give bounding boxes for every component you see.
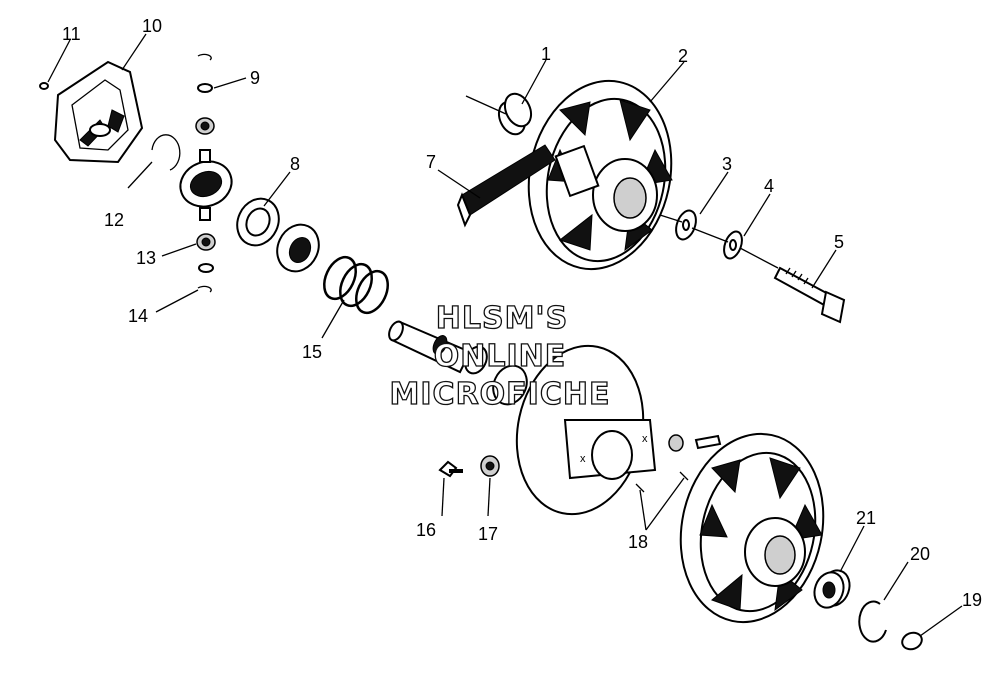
spider-assembly: [179, 149, 233, 221]
callout-11: 11: [62, 24, 81, 44]
snap-ring-part-12: [151, 134, 181, 171]
bolt-part-5: [773, 266, 846, 324]
callout-17: 17: [478, 524, 498, 544]
callout-4: 4: [764, 176, 774, 196]
sleeve-part-1: [497, 92, 533, 136]
callout-14: 14: [128, 306, 148, 326]
watermark-line-2: ONLINE: [434, 339, 567, 374]
svg-text:x: x: [642, 433, 648, 445]
callout-7: 7: [426, 152, 436, 172]
cover-part-10: [53, 60, 144, 164]
callout-8: 8: [290, 154, 300, 174]
callout-13: 13: [136, 248, 156, 268]
drive-sheave-part-2: [527, 79, 673, 271]
drive-belt-part-7: [456, 144, 556, 228]
callout-5: 5: [834, 232, 844, 252]
callout-9: 9: [250, 68, 260, 88]
ring-part-19: [901, 631, 923, 651]
callout-21: 21: [856, 508, 876, 528]
washer-part-4: [723, 230, 743, 260]
callout-12: 12: [104, 210, 124, 230]
bearing-part-21: [813, 569, 851, 609]
pin-part-18: [635, 471, 689, 493]
watermark-line-3: MICROFICHE: [390, 377, 611, 412]
fixed-sheave: [679, 432, 825, 624]
callout-16: 16: [416, 520, 436, 540]
callout-15: 15: [302, 342, 322, 362]
callout-20: 20: [910, 544, 930, 564]
callout-18: 18: [628, 532, 648, 552]
callout-labels: 1 2 3 4 5 7 8 9 10 11 12 13 14 15 16 17 …: [62, 16, 982, 610]
washer-part-3: [675, 209, 697, 241]
watermark-line-1: HLSM'S: [436, 301, 568, 336]
callout-3: 3: [722, 154, 732, 174]
snap-ring-part-20: [858, 600, 887, 643]
roller-stack: [195, 53, 216, 293]
spring-part-15: [323, 255, 389, 315]
spring-seat: [276, 223, 320, 273]
roller-and-bolt: [668, 434, 722, 452]
callout-19: 19: [962, 590, 982, 610]
leader-lines: [47, 33, 963, 637]
callout-1: 1: [541, 44, 551, 64]
svg-text:x: x: [580, 453, 586, 465]
callout-2: 2: [678, 46, 688, 66]
pin-part-11: [39, 82, 49, 90]
nut-part-17: [480, 455, 500, 477]
watermark: HLSM'S ONLINE MICROFICHE: [389, 300, 611, 412]
bolt-part-16: [438, 460, 463, 478]
callout-10: 10: [142, 16, 162, 36]
moveable-sheave: x x: [515, 344, 657, 516]
shaft-bushing: [388, 320, 528, 406]
